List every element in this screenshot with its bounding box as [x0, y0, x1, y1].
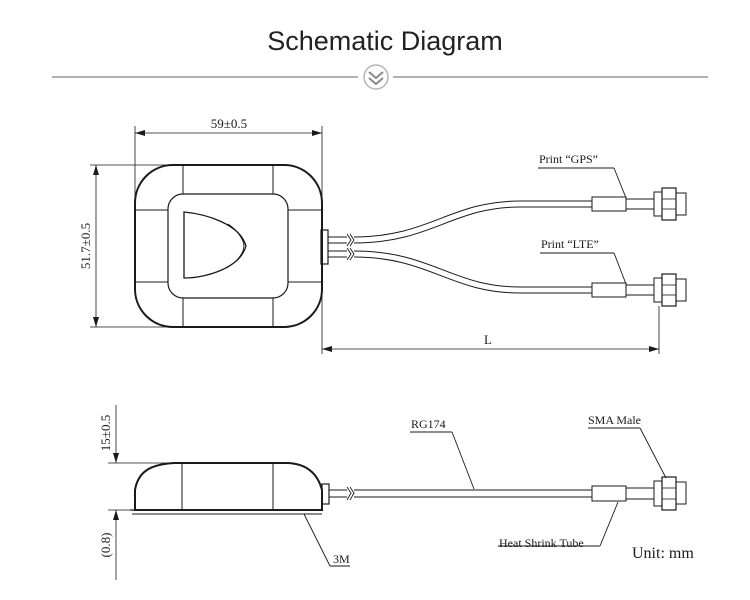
page-title: Schematic Diagram [267, 26, 503, 56]
dimension-height [90, 164, 170, 328]
unit-label: Unit: mm [632, 545, 694, 562]
cable-gps [328, 200, 592, 247]
cable-side-view [329, 486, 592, 501]
dimension-side-height [108, 405, 228, 580]
dimension-height-label: 51.7±0.5 [78, 223, 93, 269]
sma-connector-gps [591, 187, 687, 221]
label-heat-shrink-tube: Heat Shrink Tube [499, 536, 584, 550]
sma-connector-lte [591, 273, 687, 307]
label-print-gps: Print “GPS” [539, 152, 598, 166]
antenna-side-view [130, 462, 330, 515]
label-3m: 3M [333, 552, 350, 566]
label-leaders-side [303, 427, 667, 567]
label-leaders-top [538, 167, 627, 285]
dimension-side-height-label: 15±0.5 [98, 415, 113, 451]
dimension-length-label: L [484, 332, 492, 347]
dimension-width-label: 59±0.5 [211, 116, 247, 131]
dimension-base-label: (0.8) [98, 533, 113, 558]
sma-connector-side [591, 476, 687, 511]
cable-lte [328, 247, 592, 294]
label-rg174: RG174 [411, 417, 446, 431]
dimension-width [134, 126, 323, 196]
antenna-top-view [134, 164, 329, 328]
label-sma-male: SMA Male [588, 413, 641, 427]
label-print-lte: Print “LTE” [541, 237, 599, 251]
chevron-down-icon [363, 64, 389, 90]
dimension-length [321, 265, 660, 354]
